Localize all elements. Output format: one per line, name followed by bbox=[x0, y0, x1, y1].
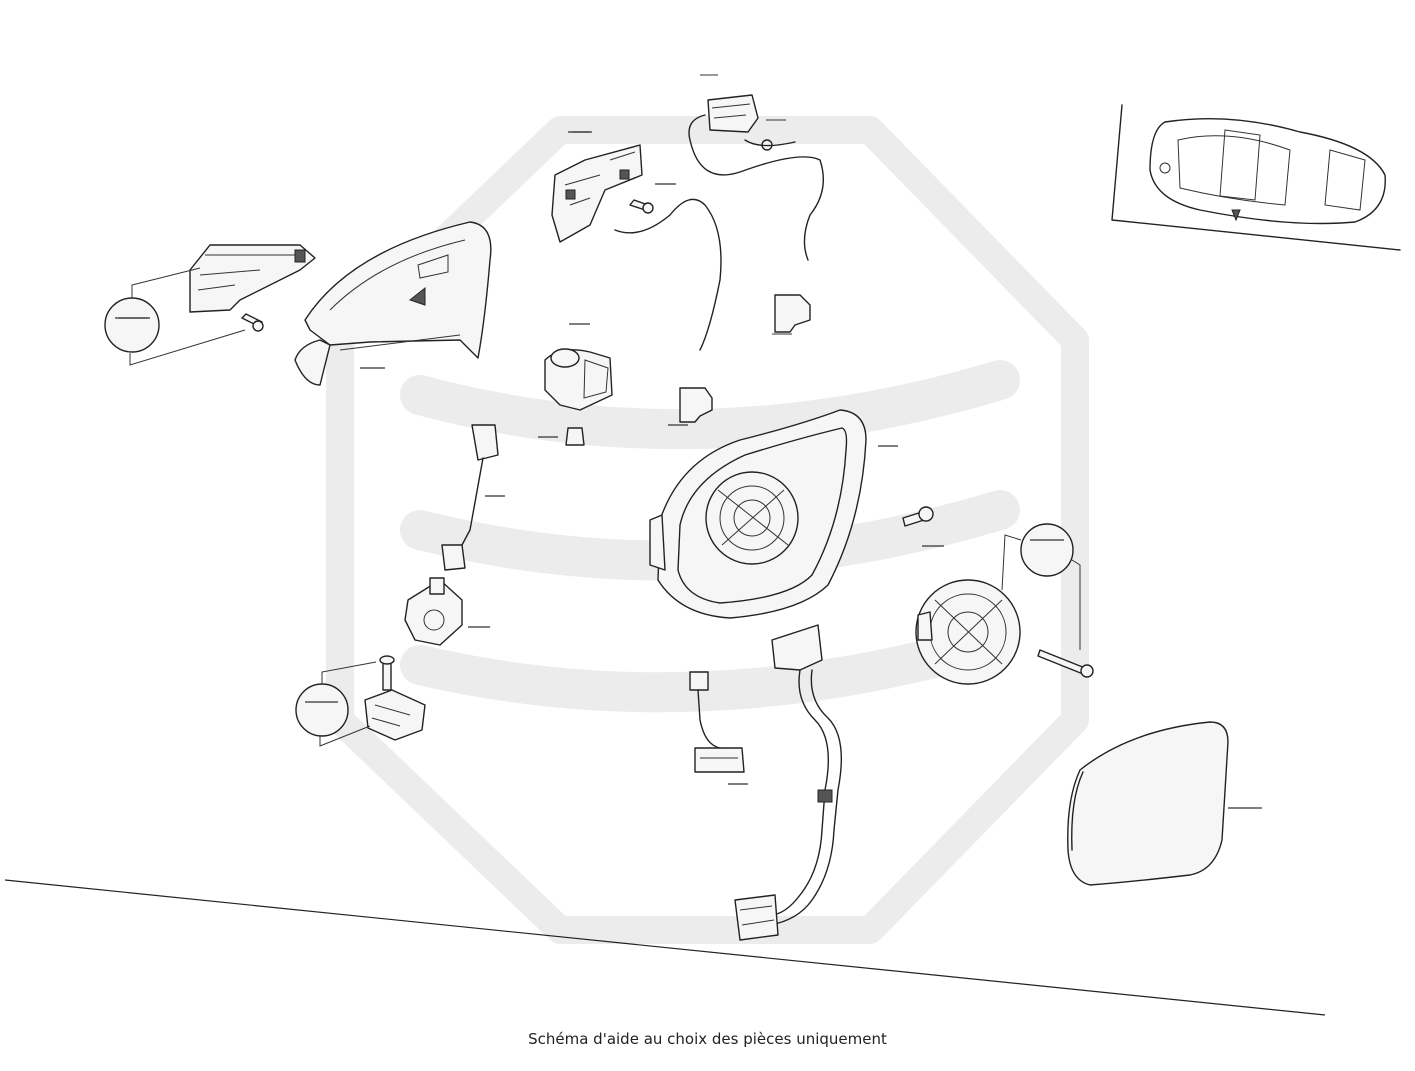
part-mirror-housing bbox=[649, 409, 898, 619]
part-screw-small bbox=[902, 506, 944, 547]
part-control-unit bbox=[688, 74, 824, 335]
callout-group-h bbox=[295, 661, 377, 747]
callout-group-a bbox=[104, 267, 246, 366]
part-mounting-bracket bbox=[551, 131, 676, 243]
ground-line bbox=[4, 879, 1326, 1016]
part-mirror-cover bbox=[294, 221, 492, 386]
part-small-motor bbox=[364, 655, 426, 741]
part-connecting-cable bbox=[614, 198, 722, 426]
part-mirror-glass bbox=[1067, 721, 1262, 886]
callout-group-k bbox=[1001, 523, 1081, 650]
part-turn-signal-module bbox=[189, 244, 316, 332]
part-puddle-lamp-cable bbox=[689, 671, 748, 785]
part-wiring-connector bbox=[441, 424, 505, 571]
part-long-bolt bbox=[1037, 649, 1094, 678]
part-wiring-harness bbox=[734, 624, 843, 941]
diagram-caption: Schéma d'aide au choix des pièces unique… bbox=[528, 1030, 887, 1048]
part-glass-actuator bbox=[915, 579, 1021, 685]
part-motor-actuator bbox=[538, 323, 613, 446]
vehicle-locator-icon bbox=[1111, 104, 1401, 251]
part-folding-motor bbox=[404, 577, 490, 646]
reference-label-stubs bbox=[118, 131, 590, 319]
